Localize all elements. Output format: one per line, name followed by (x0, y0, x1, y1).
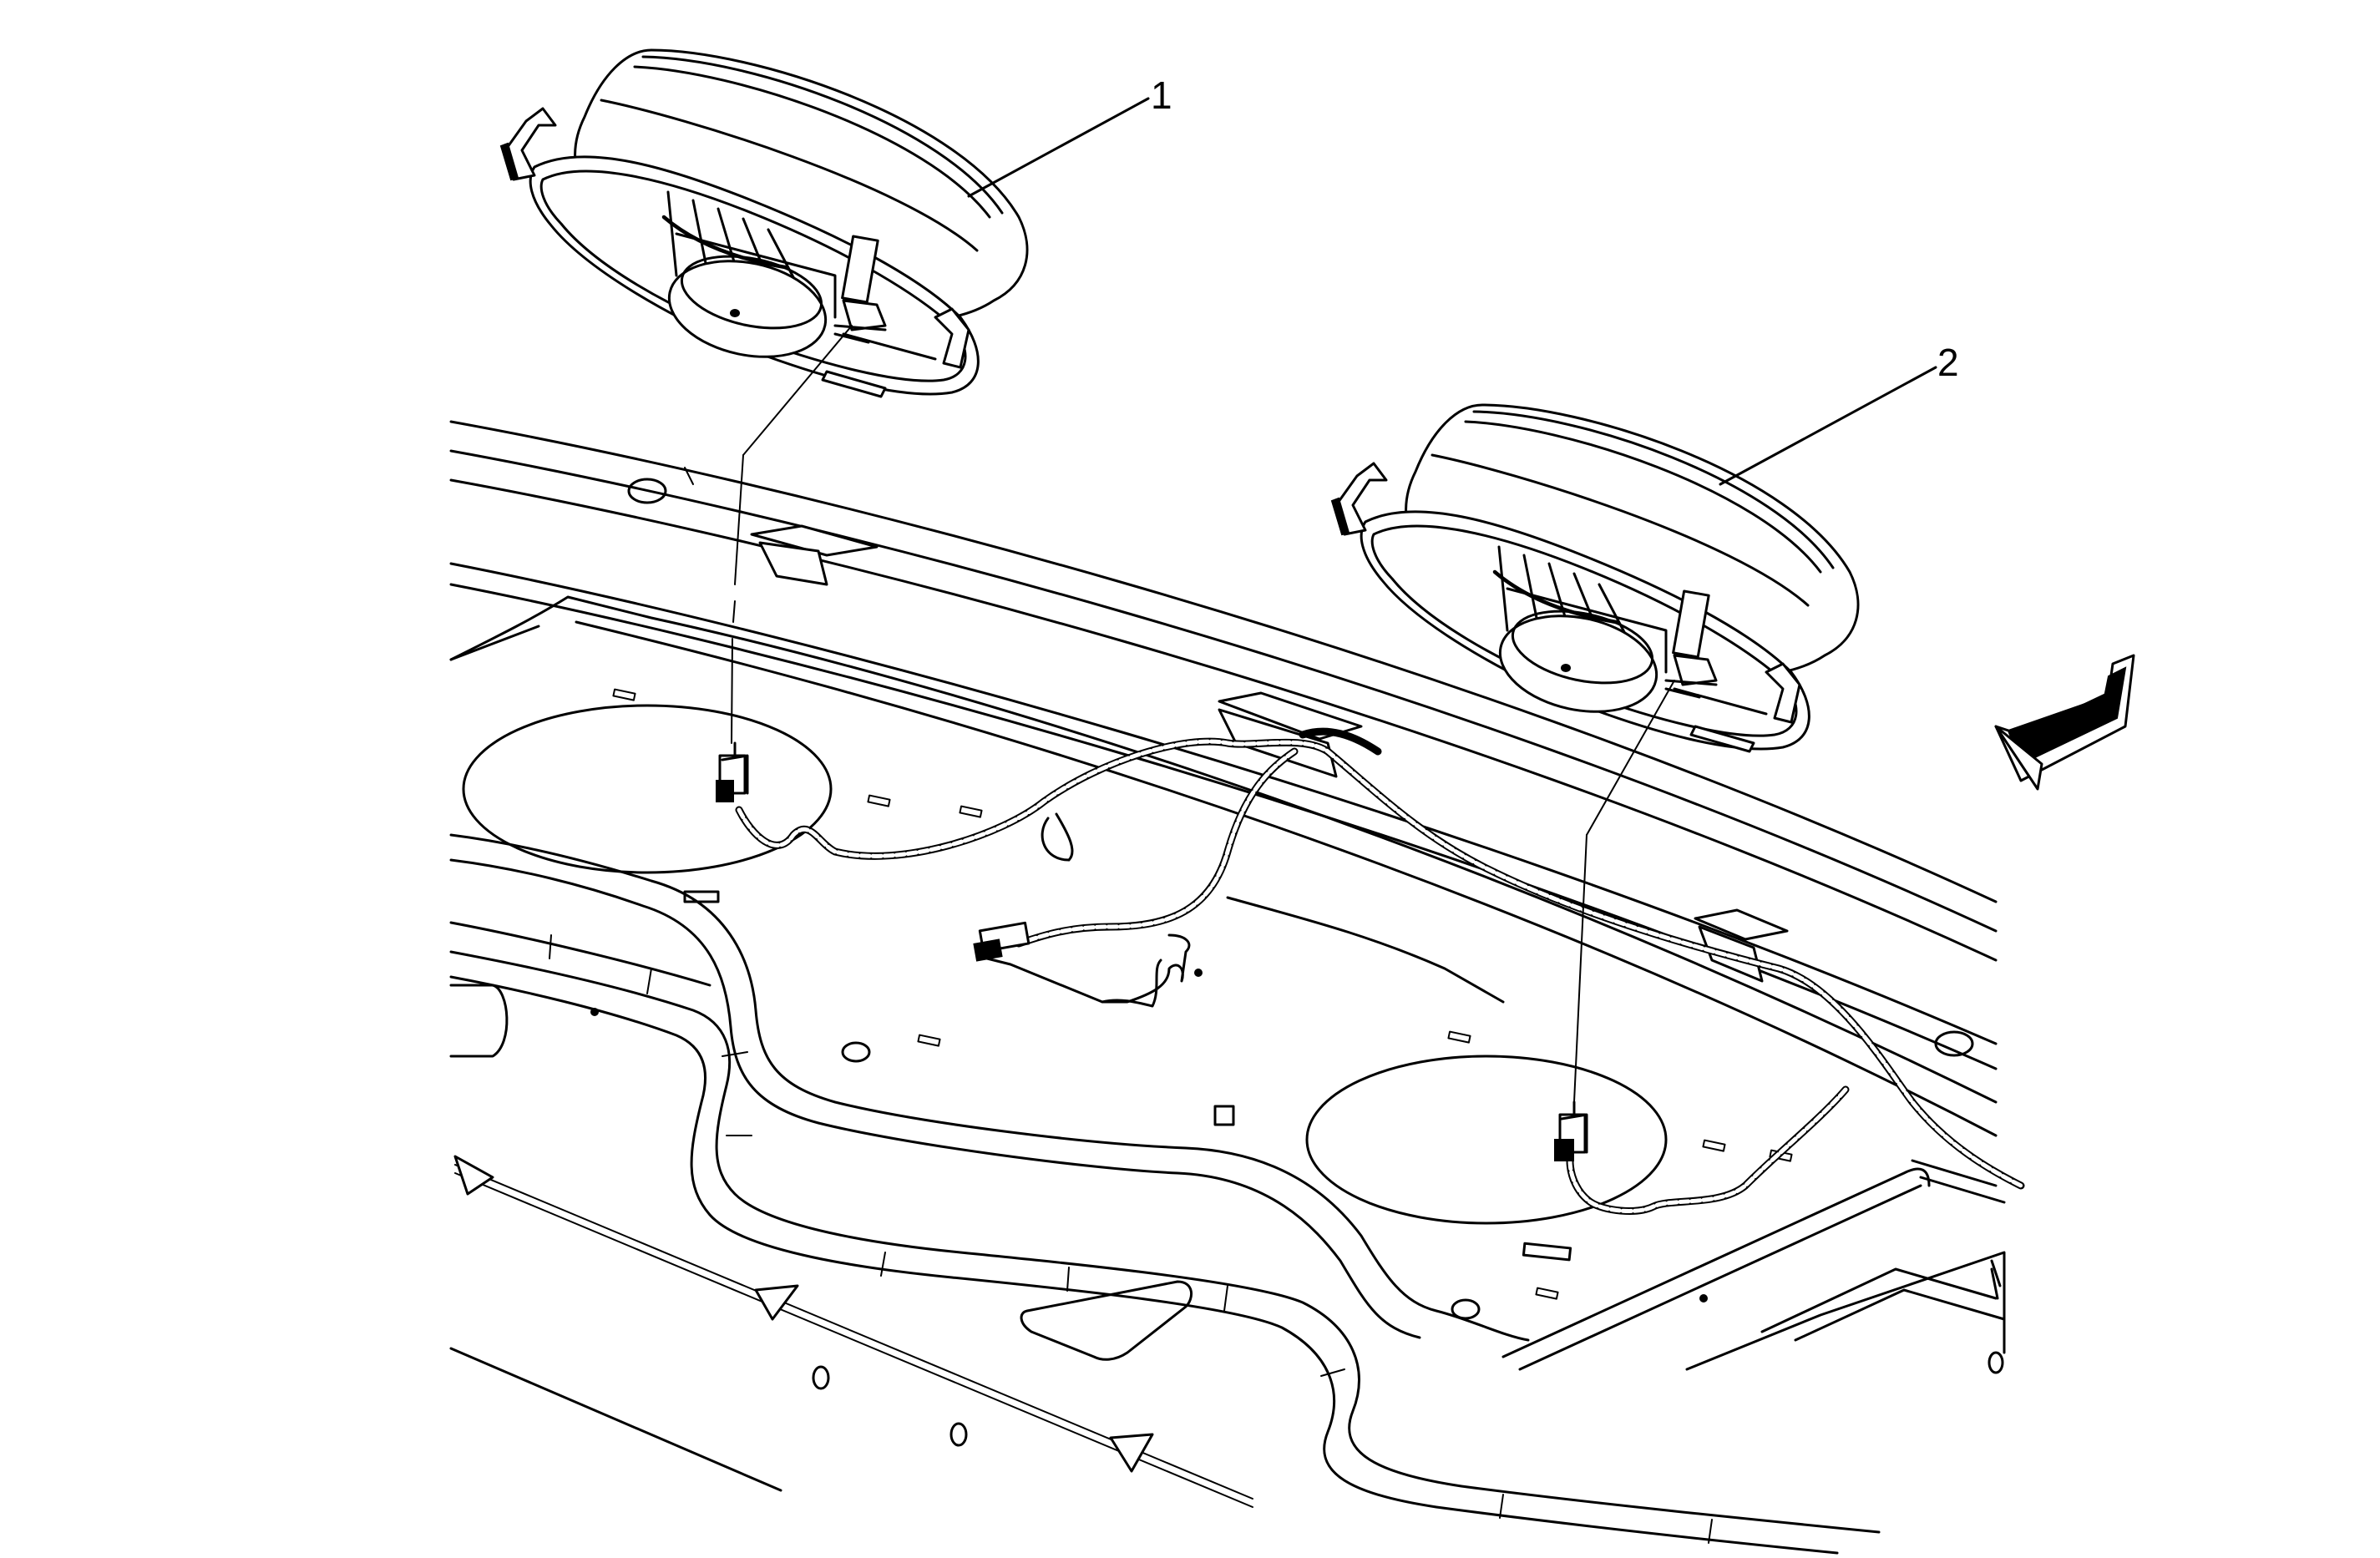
left-speaker-connector (716, 741, 749, 802)
right-speaker-connector (1554, 1100, 1588, 1161)
right-rear-speaker (1330, 403, 1860, 753)
wiring-harness (735, 727, 2025, 1215)
forward-arrow-icon (1994, 654, 2135, 791)
callout-2: 2 (1937, 341, 1959, 384)
connector-leaders (731, 325, 1675, 1103)
wire-clip (1218, 691, 1363, 741)
wire-clip (758, 541, 828, 586)
anchor-clip (1109, 1433, 1154, 1473)
anchor-clip (754, 1284, 799, 1321)
mount-hole (627, 478, 667, 504)
wire-clip (1694, 908, 1789, 941)
right-speaker-opening (1305, 1055, 1668, 1225)
center-connector (973, 921, 1030, 962)
left-speaker-opening (462, 704, 833, 874)
callout-1: 1 (1151, 73, 1172, 117)
mount-hole (1934, 1030, 1974, 1057)
left-rear-speaker (499, 48, 1029, 398)
callout-leaders (967, 97, 1937, 486)
anchor-clip (453, 1155, 494, 1196)
